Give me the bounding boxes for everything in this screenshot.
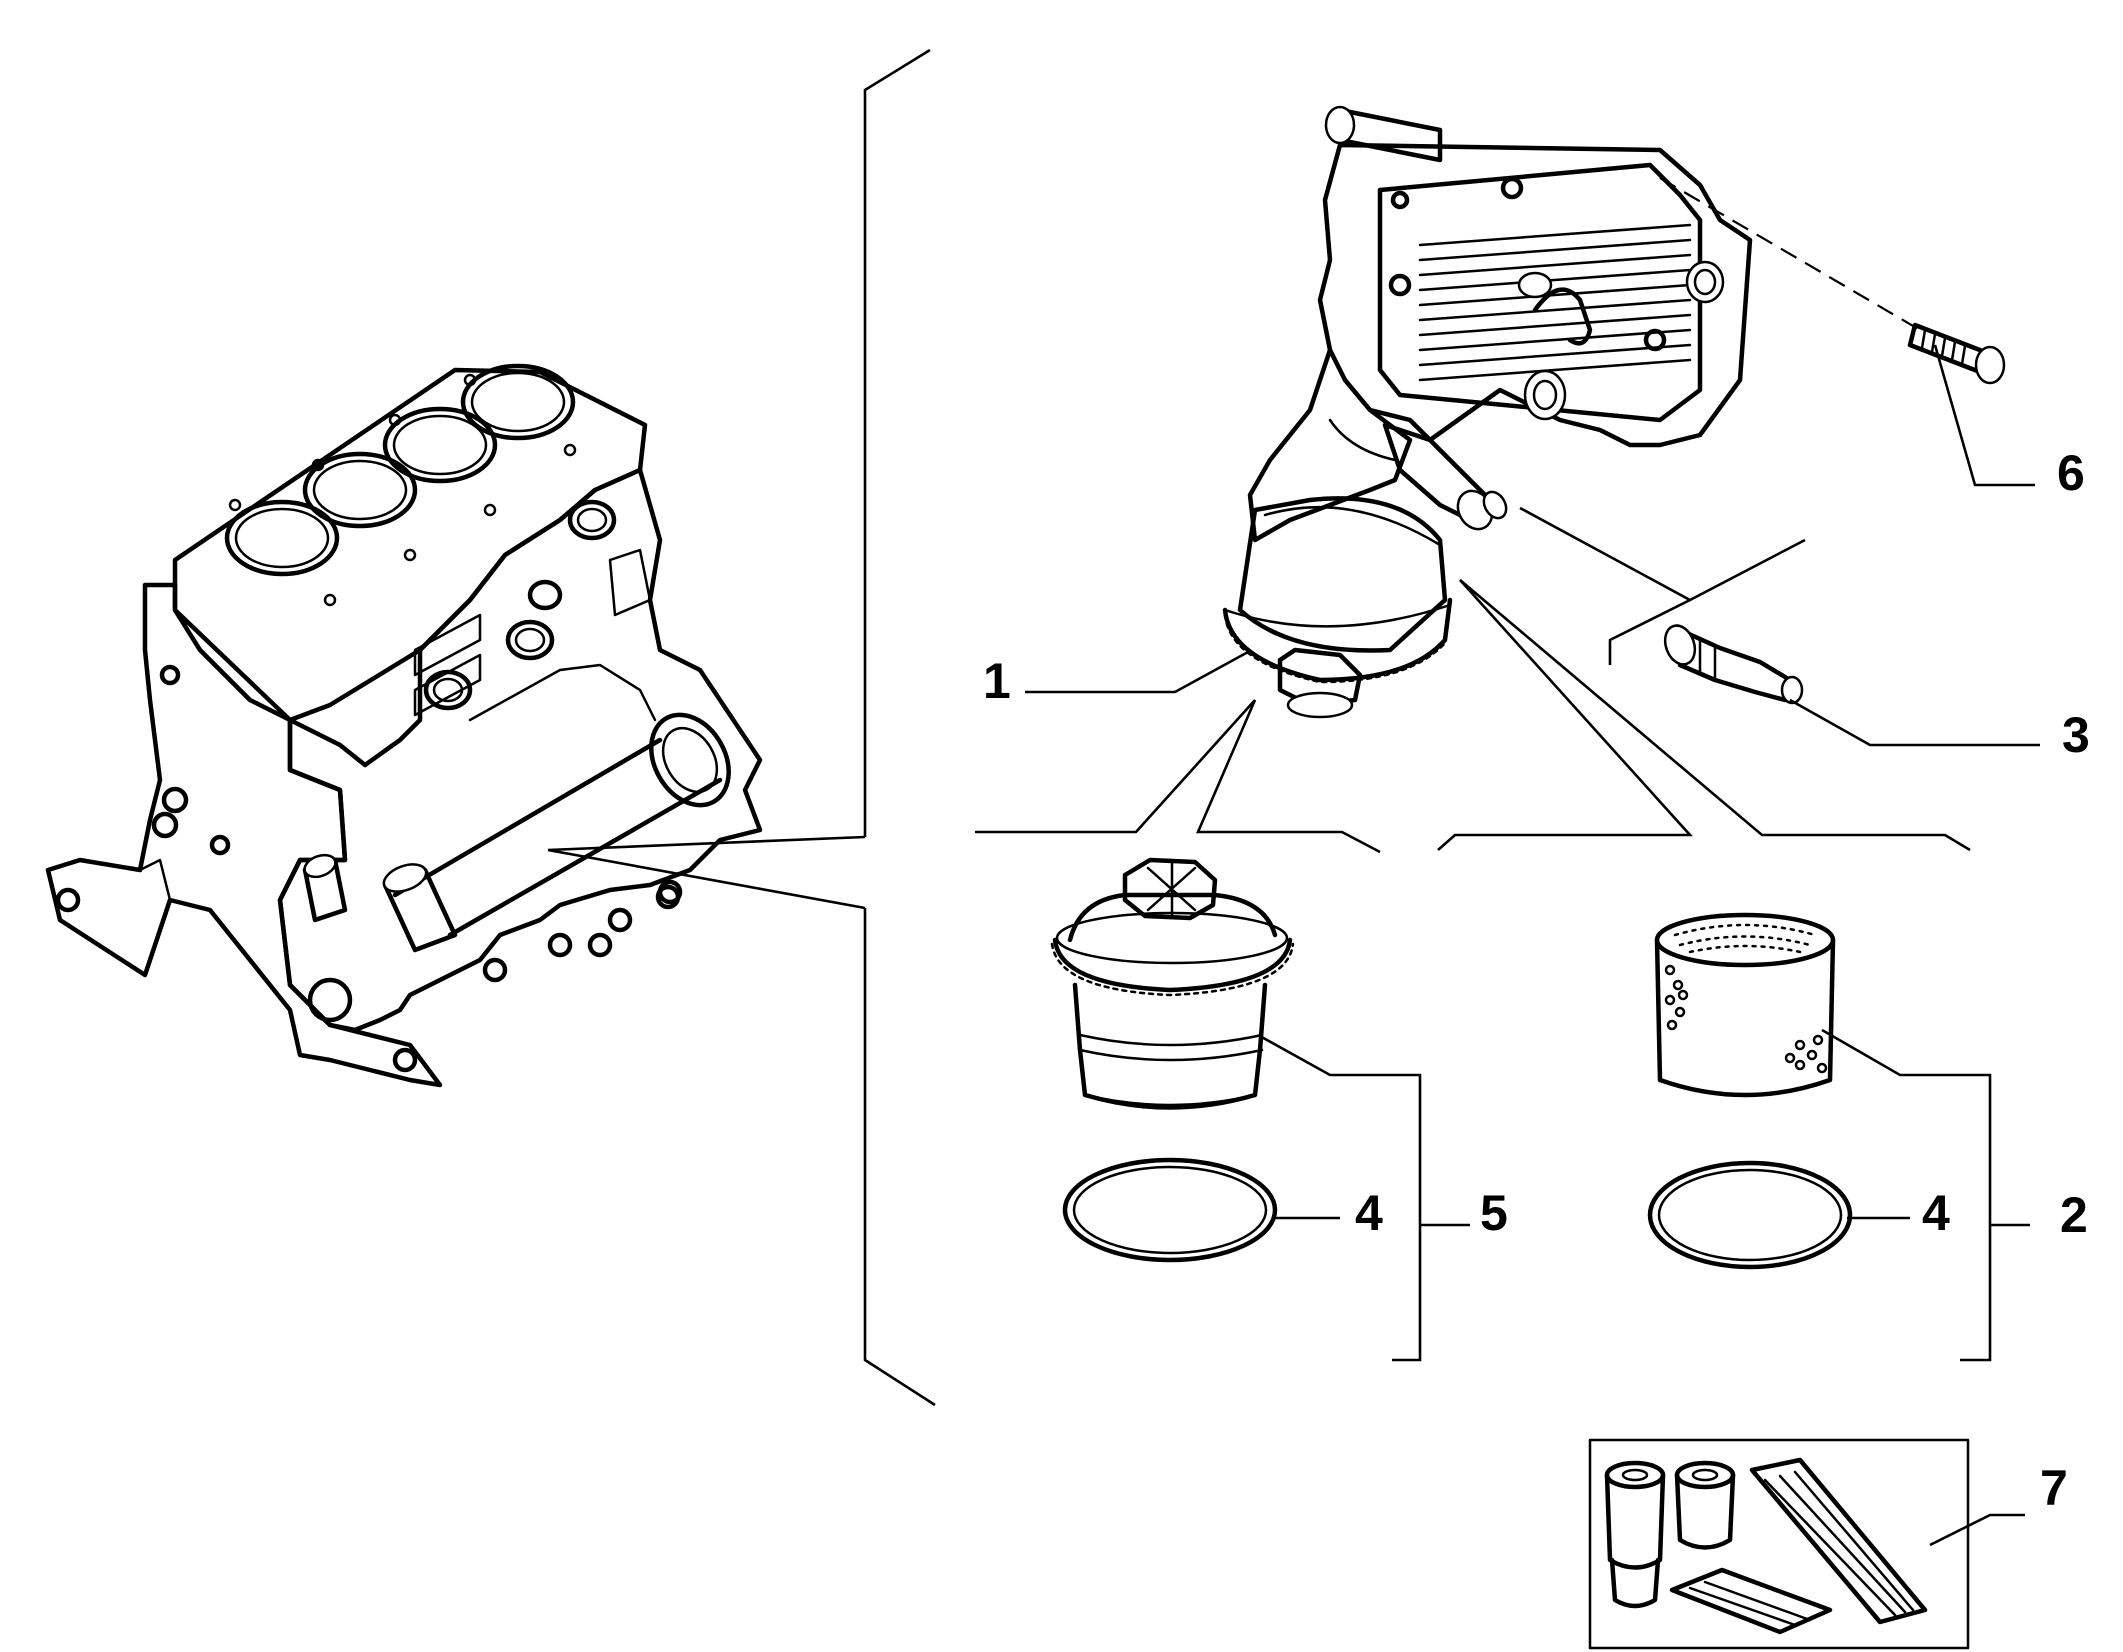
seal-ring-right-part-4: [1647, 1160, 1853, 1270]
callout-3: 3: [2062, 707, 2090, 763]
screw-part-6: [1659, 177, 2006, 385]
seal-ring-left-part-4: [1062, 1157, 1278, 1263]
callout-6: 6: [2057, 445, 2085, 501]
leader-lines: [975, 344, 2040, 1547]
callout-7: 7: [2040, 1460, 2068, 1516]
engine-block-drawing: [45, 363, 763, 1088]
service-kit-part-7: [1588, 1438, 1970, 1650]
callout-2: 2: [2060, 1187, 2088, 1243]
callout-4-right: 4: [1922, 1185, 1950, 1241]
oil-pressure-switch-part-3: [1663, 624, 1804, 705]
callout-5: 5: [1480, 1185, 1508, 1241]
callout-1: 1: [983, 653, 1011, 709]
oil-filter-element-part-2: [1654, 912, 1836, 1098]
assembly-bracket: [547, 48, 936, 1407]
callout-labels: 1 2 3 4 4 5 6 7: [983, 445, 2090, 1516]
callout-4-left: 4: [1355, 1185, 1383, 1241]
oil-filter-housing-part-1: [1222, 105, 1753, 719]
oil-filter-cap-part-5: [1050, 857, 1295, 1110]
